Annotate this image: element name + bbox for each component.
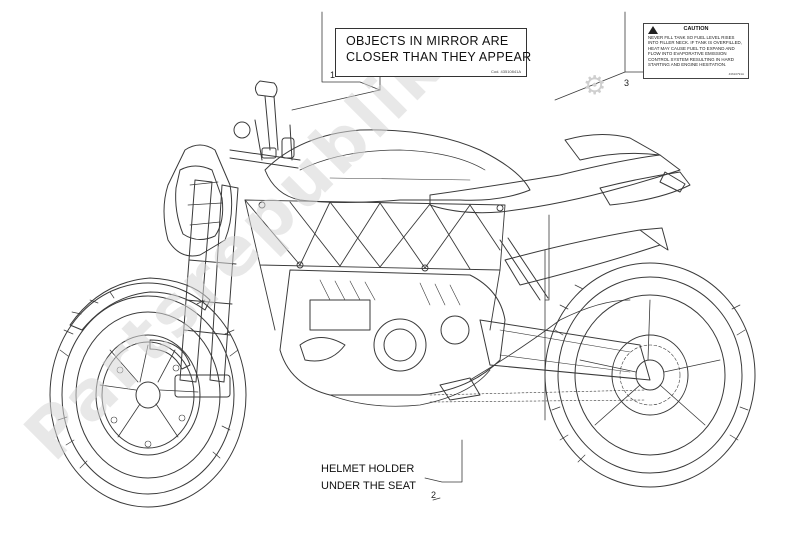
helmet-holder-label: HELMET HOLDER UNDER THE SEAT — [316, 460, 423, 498]
rear-wheel — [544, 262, 756, 488]
front-wheel — [49, 282, 247, 508]
mirror-label-code: Cod. 43510841A — [490, 69, 521, 74]
fuel-caution-label: CAUTION NEVER FILL TANK SO FUEL LEVEL RI… — [643, 23, 749, 79]
callout-number-1: 1 — [330, 70, 336, 80]
trellis-frame — [244, 199, 506, 331]
mirror-label-line2: CLOSER THAN THEY APPEAR — [346, 50, 532, 64]
caution-code: 43610791A — [728, 72, 744, 76]
headlight — [163, 144, 233, 257]
helmet-label-line1: HELMET HOLDER — [321, 463, 415, 475]
warning-triangle-icon — [648, 26, 658, 34]
exhaust — [469, 227, 669, 381]
seat — [429, 133, 691, 214]
swingarm — [479, 319, 651, 381]
mirror-warning-label: OBJECTS IN MIRROR ARE CLOSER THAN THEY A… — [335, 28, 531, 77]
caution-title: CAUTION — [683, 26, 709, 32]
front-forks — [174, 179, 239, 398]
gear-logo-icon: ⚙ — [583, 70, 607, 100]
helmet-label-line2: UNDER THE SEAT — [321, 480, 416, 492]
engine — [279, 269, 506, 407]
leader-lines — [291, 11, 644, 501]
mirror-label-line1: OBJECTS IN MIRROR ARE — [346, 34, 509, 48]
callout-number-3: 3 — [624, 78, 630, 88]
callout-number-2: 2 — [431, 490, 437, 500]
caution-body: NEVER FILL TANK SO FUEL LEVEL RISES INTO… — [648, 35, 742, 68]
